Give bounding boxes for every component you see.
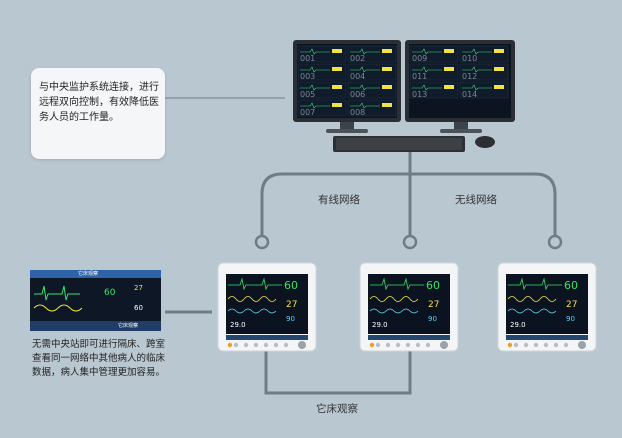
screenshot-value2: 27 [134,284,143,292]
callout-box: 与中央监护系统连接，进行远程双向控制，有效降低医务人员的工作量。 [31,68,165,159]
other-bed-link [264,350,412,395]
bed-number: 007 [300,108,315,117]
bed-number: 001 [300,54,315,63]
bed-number: 005 [300,90,315,99]
display-right: 009 010 011 012 013 014 [405,40,515,133]
monitor-nibp: 90 [286,315,295,323]
central-station: 001 002 003 004 005 006 007 008 009 010 011 012 013… [293,40,515,152]
monitor-spo2: 27 [286,300,297,310]
bed-number: 008 [350,108,365,117]
bed-number: 014 [462,90,477,99]
monitor-nibp: 90 [566,315,575,323]
bedside-monitor-2: 60 27 90 29.0 [359,262,459,352]
monitor-hr: 60 [284,279,298,292]
connection-nodes [254,234,563,250]
monitor-rr: 29.0 [510,321,526,329]
screenshot-button: 它床观察 [118,323,139,329]
monitor-nibp: 90 [428,315,437,323]
bed-number: 011 [412,72,427,81]
monitor-hr: 60 [426,279,440,292]
monitor-spo2: 27 [566,300,577,310]
callout-text: 与中央监护系统连接，进行远程双向控制，有效降低医务人员的工作量。 [39,82,159,123]
other-bed-label: 它床观察 [316,403,358,415]
bed-number: 010 [462,54,477,63]
screenshot-title: 它床观察 [78,271,99,277]
wired-label: 有线网络 [318,194,360,206]
wireless-label: 无线网络 [455,194,497,206]
monitor-hr: 60 [564,279,578,292]
screenshot-hr: 60 [104,288,116,298]
network-lines [165,150,557,395]
bed-number: 009 [412,54,427,63]
node-right [547,234,563,250]
note-text: 无需中央站即可进行隔床、跨室查看同一网络中其他病人的临床数据，病人集中管理更加容… [32,339,166,378]
bed-number: 013 [412,90,427,99]
screenshot-value3: 60 [134,304,143,312]
bed-number: 003 [300,72,315,81]
other-bed-screenshot [30,270,161,331]
bed-number: 006 [350,90,365,99]
monitor-rr: 29.0 [230,321,246,329]
keyboard [333,136,465,152]
bedside-monitors: 60 27 90 29.0 60 27 90 29.0 60 27 90 29.0 [217,262,597,352]
display-left: 001 002 003 004 005 006 007 008 [293,40,401,133]
bedside-monitor-1: 60 27 90 29.0 [217,262,317,352]
mouse [475,136,495,148]
bed-number: 002 [350,54,365,63]
node-left [254,234,270,250]
monitor-spo2: 27 [428,300,439,310]
node-center [402,234,418,250]
bed-number: 004 [350,72,365,81]
bedside-monitor-3: 60 27 90 29.0 [497,262,597,352]
wired-link [260,150,412,240]
wireless-link [410,172,557,240]
bed-number: 012 [462,72,477,81]
monitor-rr: 29.0 [372,321,388,329]
